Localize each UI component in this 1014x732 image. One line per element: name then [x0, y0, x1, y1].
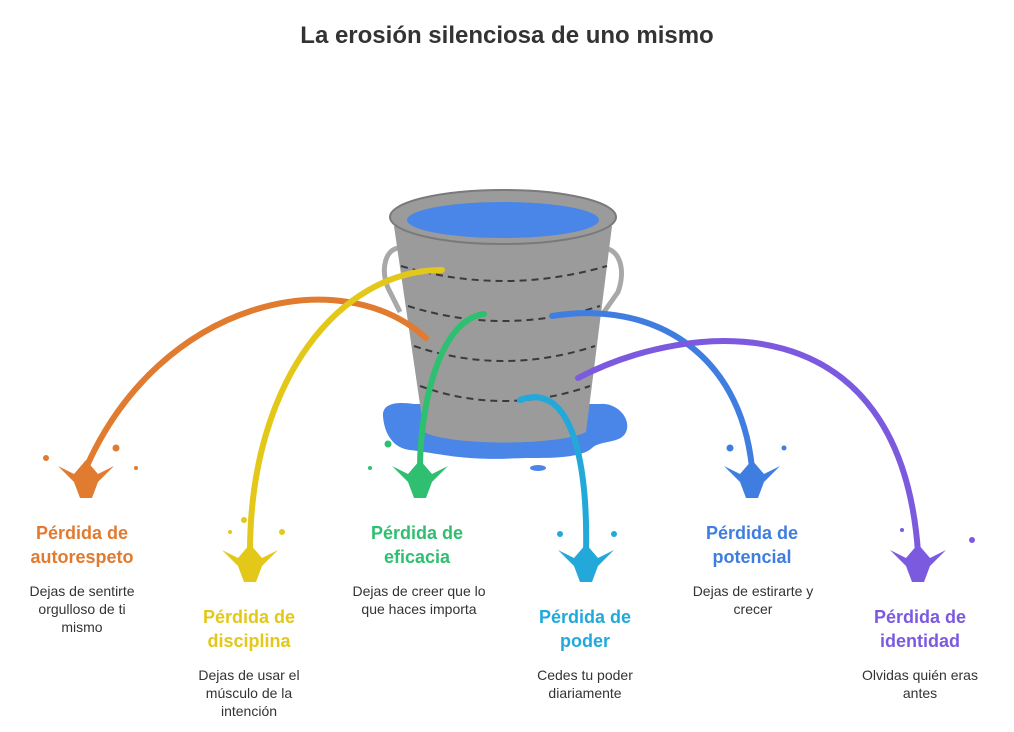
label-autorespeto: Pérdida de autorespeto [0, 521, 172, 569]
label-line: potencial [712, 547, 792, 567]
label-line: eficacia [383, 547, 451, 567]
desc-line: diariamente [548, 685, 622, 701]
leak-stream-autorespeto [83, 296, 429, 471]
label-line: identidad [880, 631, 960, 651]
label-line: Pérdida de [873, 607, 967, 627]
splash-eficacia [368, 440, 448, 498]
label-eficacia: Pérdida de eficacia [327, 521, 507, 569]
desc-line: intención [220, 703, 278, 719]
desc-line: mismo [61, 619, 103, 635]
diagram-title: La erosión silenciosa de uno mismo [300, 22, 714, 49]
desc-disciplina: Dejas de usar el músculo de la intención [164, 666, 334, 720]
splash-potencial [724, 444, 787, 498]
desc-line: Dejas de usar el [198, 667, 300, 683]
label-disciplina: Pérdida de disciplina [159, 605, 339, 653]
desc-line: que haces importa [361, 601, 477, 617]
leak-stream-disciplina [247, 267, 445, 555]
label-line: Pérdida de [370, 523, 464, 543]
label-line: disciplina [207, 631, 291, 651]
bucket-handle [382, 245, 403, 314]
desc-eficacia: Dejas de creer que lo que haces importa [334, 582, 504, 618]
desc-line: Olvidas quién eras [862, 667, 978, 683]
desc-line: Dejas de sentirte [29, 583, 135, 599]
splash-autorespeto [43, 444, 138, 498]
label-line: Pérdida de [705, 523, 799, 543]
label-line: autorespeto [30, 547, 134, 567]
desc-line: orgulloso de ti [38, 601, 126, 617]
label-identidad: Pérdida de identidad [830, 605, 1010, 653]
label-line: Pérdida de [202, 607, 296, 627]
leak-stream-poder [517, 394, 590, 555]
label-potencial: Pérdida de potencial [662, 521, 842, 569]
leak-stream-identidad [575, 338, 921, 555]
desc-line: músculo de la [205, 685, 293, 701]
desc-line: Cedes tu poder [537, 667, 633, 683]
label-poder: Pérdida de poder [495, 605, 675, 653]
splash-poder [557, 531, 617, 582]
desc-line: Dejas de creer que lo [352, 583, 486, 599]
desc-line: crecer [733, 601, 773, 617]
splash-disciplina [222, 517, 285, 582]
desc-line: antes [902, 685, 938, 701]
water-droplet [530, 465, 546, 471]
label-line: Pérdida de [35, 523, 129, 543]
desc-identidad: Olvidas quién eras antes [835, 666, 1005, 702]
desc-poder: Cedes tu poder diariamente [500, 666, 670, 702]
label-line: poder [559, 631, 610, 651]
splash-identidad [890, 528, 975, 582]
bucket-water [407, 202, 599, 238]
desc-potencial: Dejas de estirarte y crecer [668, 582, 838, 618]
bucket-body [394, 226, 612, 443]
label-line: Pérdida de [538, 607, 632, 627]
leak-stream-eficacia [417, 311, 487, 471]
desc-line: Dejas de estirarte y [692, 583, 814, 599]
desc-autorespeto: Dejas de sentirte orgulloso de ti mismo [0, 582, 167, 636]
